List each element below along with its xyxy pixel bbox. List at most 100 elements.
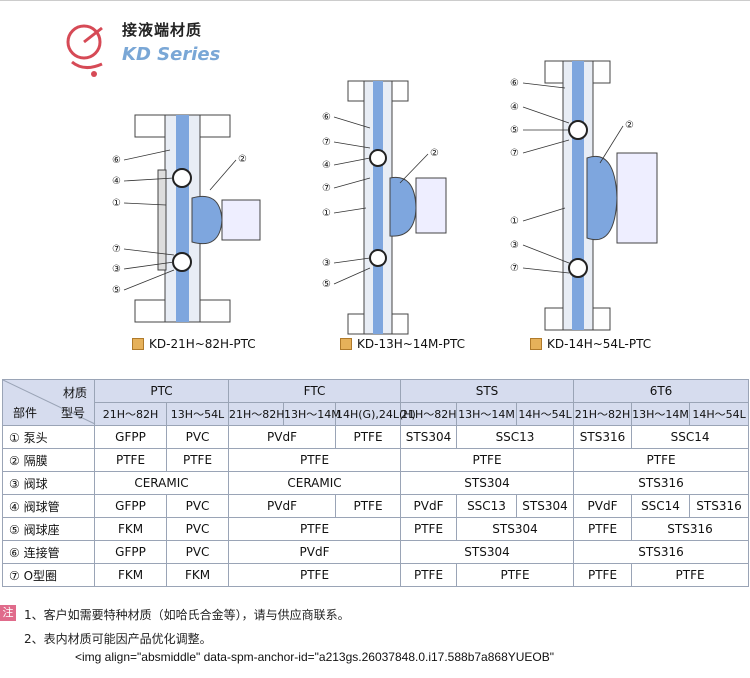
model-header: 21H～82H: [400, 402, 458, 426]
callout-label: ⑦: [322, 137, 331, 148]
caption-text: KD-13H~14M-PTC: [357, 337, 465, 351]
model-header: 13H～14M: [631, 402, 691, 426]
material-cell: STS316: [689, 494, 750, 518]
material-cell: FKM: [94, 517, 167, 541]
material-cell: SSC13: [456, 494, 518, 518]
material-cell: PTFE: [94, 448, 167, 472]
material-cell: PVdF: [227, 540, 402, 564]
callout-label: ①: [112, 198, 121, 209]
material-cell: PTFE: [456, 563, 575, 587]
model-header: 21H～82H: [94, 402, 167, 426]
material-cell: PVC: [166, 540, 229, 564]
caption-text: KD-14H~54L-PTC: [547, 337, 652, 351]
model-header: 21H～82H: [228, 402, 285, 426]
material-cell: FKM: [94, 563, 167, 587]
part-label: ⑤ 阀球座: [2, 517, 95, 541]
model-header: 13H～54L: [166, 402, 229, 426]
callout-label: ⑤: [322, 279, 331, 290]
material-cell: STS304: [516, 494, 575, 518]
callout-label: ⑦: [322, 183, 331, 194]
callout-label: ①: [510, 216, 519, 227]
material-cell: STS304: [400, 471, 575, 495]
callout-label: ④: [112, 176, 121, 187]
diagram-caption: KD-14H~54L-PTC: [530, 337, 651, 351]
material-cell: PTFE: [227, 563, 402, 587]
material-cell: PVdF: [573, 494, 633, 518]
callout-label: ⑦: [510, 263, 519, 274]
material-cell: PTFE: [227, 517, 402, 541]
material-cell: PTFE: [400, 517, 458, 541]
material-cell: PTFE: [573, 448, 750, 472]
part-label: ② 隔膜: [2, 448, 95, 472]
raw-img-tag-text: <img align="absmiddle" data-spm-anchor-i…: [75, 650, 555, 664]
part-label: ③ 阀球: [2, 471, 95, 495]
material-cell: PTFE: [631, 563, 750, 587]
table-corner: 材质 部件 型号: [2, 379, 96, 426]
group-header: FTC: [227, 379, 402, 403]
part-label: ⑦ O型圈: [2, 563, 95, 587]
note-badge: 注: [0, 605, 16, 621]
material-cell: SSC13: [456, 425, 575, 449]
series-title: KD Series: [122, 44, 221, 65]
caption-text: KD-21H~82H-PTC: [149, 337, 256, 351]
material-cell: PVC: [166, 494, 229, 518]
material-cell: PTFE: [227, 448, 402, 472]
material-cell: STS304: [456, 517, 575, 541]
callout-label: ④: [322, 160, 331, 171]
model-header: 13H～14M: [456, 402, 518, 426]
diagram-kd-14h: ⑥ ④ ⑤ ⑦ ① ③ ⑦ ②: [510, 60, 658, 331]
callout-label: ⑥: [510, 78, 519, 89]
model-header: 14H～54L: [516, 402, 575, 426]
callout-label: ②: [625, 120, 634, 131]
material-cell: SSC14: [631, 494, 691, 518]
corner-part-label: 部件: [13, 406, 38, 420]
material-cell: GFPP: [94, 494, 167, 518]
corner-model-label: 型号: [61, 406, 86, 420]
caption-marker-icon: [340, 338, 352, 350]
material-cell: STS316: [573, 540, 750, 564]
material-cell: STS316: [573, 471, 750, 495]
part-label: ⑥ 连接管: [2, 540, 95, 564]
material-cell: GFPP: [94, 540, 167, 564]
diagram-caption: KD-13H~14M-PTC: [340, 337, 465, 351]
caption-marker-icon: [132, 338, 144, 350]
callout-label: ⑦: [112, 244, 121, 255]
model-header: 14H～54L: [689, 402, 750, 426]
model-header: 14H(G),24L(H): [334, 402, 416, 426]
callout-label: ⑥: [112, 155, 121, 166]
part-label: ④ 阀球管: [2, 494, 95, 518]
note-item: 1、客户如需要特种材质（如哈氏合金等），请与供应商联系。: [24, 608, 350, 622]
material-cell: STS316: [631, 517, 750, 541]
diagram-kd-21h: ⑥ ④ ① ⑦ ③ ⑤ ②: [112, 114, 261, 323]
material-cell: PTFE: [334, 494, 402, 518]
material-cell: PTFE: [573, 517, 633, 541]
callout-label: ⑦: [510, 148, 519, 159]
material-cell: SSC14: [631, 425, 750, 449]
material-cell: STS304: [400, 540, 575, 564]
material-cell: PTFE: [334, 425, 402, 449]
callout-label: ③: [322, 258, 331, 269]
material-cell: STS304: [400, 425, 458, 449]
material-cell: GFPP: [94, 425, 167, 449]
material-cell: PTFE: [573, 563, 633, 587]
material-cell: PTFE: [400, 448, 575, 472]
model-header: 13H～14M: [283, 402, 341, 426]
caption-marker-icon: [530, 338, 542, 350]
top-border: [0, 0, 750, 4]
group-header: 6T6: [573, 379, 750, 403]
brand-logo-icon: [66, 24, 103, 77]
group-header: STS: [400, 379, 575, 403]
corner-material-label: 材质: [63, 386, 88, 400]
callout-label: ④: [510, 102, 519, 113]
model-header: 21H～82H: [573, 402, 633, 426]
callout-label: ①: [322, 208, 331, 219]
callout-label: ⑤: [510, 125, 519, 136]
page-title: 接液端材质: [122, 21, 203, 39]
material-cell: CERAMIC: [94, 471, 229, 495]
